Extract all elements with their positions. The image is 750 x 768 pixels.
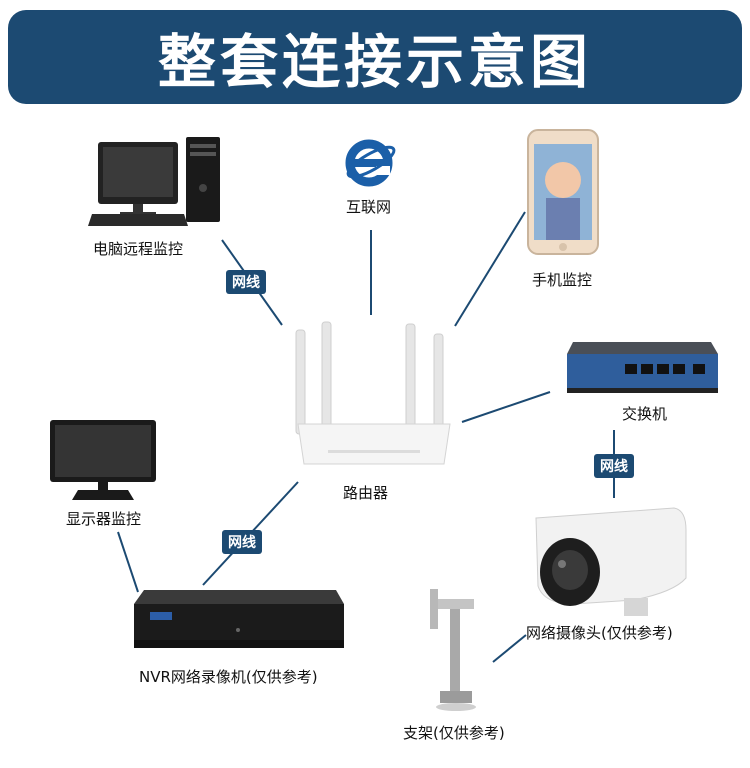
router-label: 路由器 [343, 484, 389, 502]
title-banner: 整套连接示意图 [8, 10, 742, 104]
monitor-label: 显示器监控 [66, 510, 142, 528]
line-camera-bracket [492, 634, 527, 663]
nvr-icon [134, 590, 344, 648]
monitor-icon [50, 420, 156, 500]
phone-label: 手机监控 [532, 271, 593, 289]
camera-label: 网络摄像头(仅供参考) [526, 624, 673, 642]
switch-camera-cable-badge: 网线 [594, 454, 634, 478]
internet-explorer-icon [345, 139, 396, 187]
switch-label: 交换机 [622, 405, 668, 423]
bracket-label: 支架(仅供参考) [403, 724, 505, 742]
pc-label: 电脑远程监控 [93, 240, 184, 258]
router-icon [295, 321, 451, 465]
line-monitor-nvr [117, 531, 139, 593]
switch-icon [567, 342, 718, 393]
pc-router-cable-badge: 网线 [226, 270, 266, 294]
camera-icon [535, 507, 687, 616]
line-phone-router [454, 211, 526, 327]
pc-icon [88, 137, 220, 226]
router-nvr-cable-badge: 网线 [222, 530, 262, 554]
bracket-icon [430, 589, 476, 711]
nvr-label: NVR网络录像机(仅供参考) [139, 668, 318, 686]
internet-label: 互联网 [346, 198, 392, 216]
phone-icon [527, 129, 599, 255]
page-title: 整套连接示意图 [157, 28, 592, 96]
line-switch-router [461, 391, 551, 423]
